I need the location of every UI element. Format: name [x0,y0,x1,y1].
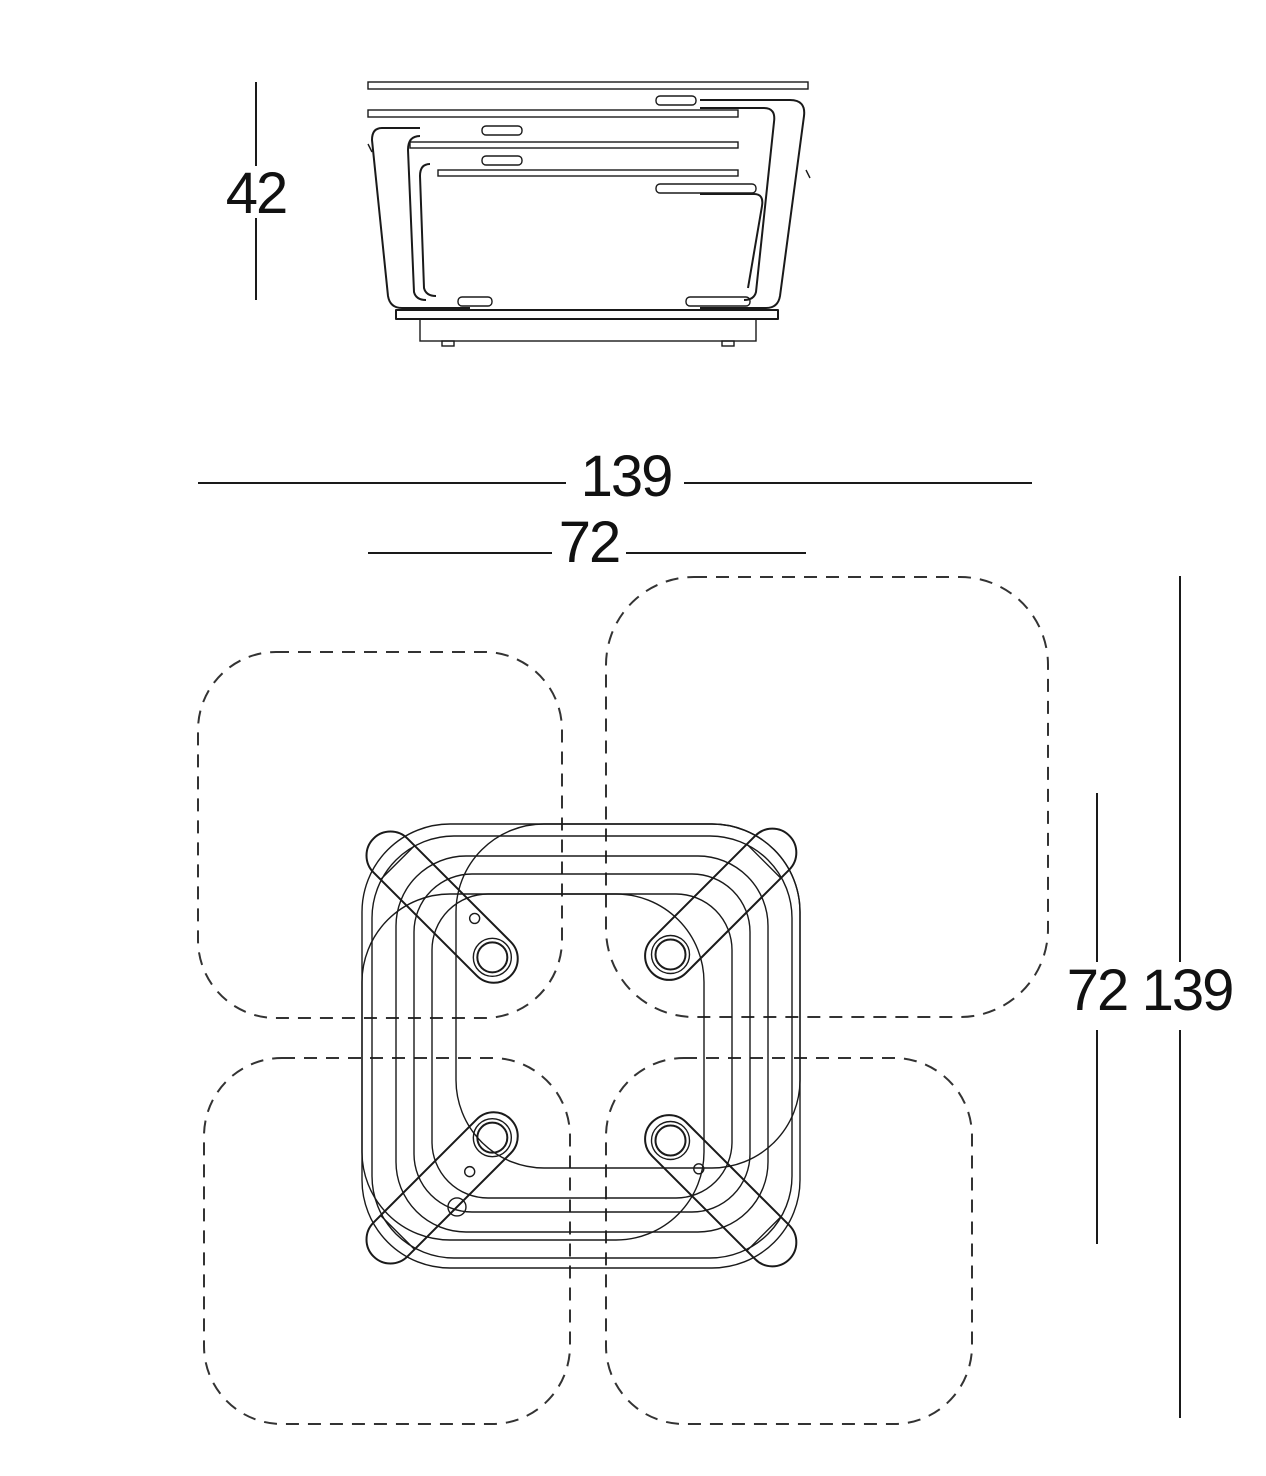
base-plate [395,309,779,320]
table-top-outline [455,823,801,1169]
top-shelf-4 [437,169,739,177]
bent-frame-right-inner [700,107,776,301]
side-elevation-view: 42 [224,81,811,347]
table-top-outline [361,823,801,1269]
top-shelf-1 [367,81,809,90]
height-label-bg [224,166,288,218]
leg-bottom-left [365,1111,519,1265]
base-block [419,318,757,342]
support-pad [655,95,697,106]
support-pad [655,183,757,194]
bent-frame-left-inner [407,135,427,301]
dashed-seat-outline-bottom-left [203,1057,571,1425]
leg-top-right [644,827,798,981]
table-top-outline [395,855,769,1233]
support-pad [481,155,523,166]
overall-width-label: 139 [581,444,672,509]
frame-detail [367,143,373,153]
support-pad [481,125,523,136]
dashed-seat-outline-bottom-right [605,1057,973,1425]
overall-depth-label: 139 [1142,958,1233,1023]
table-top-outline [371,835,793,1259]
plan-view [197,576,1049,1425]
table-top-outline [431,893,733,1199]
foot-pad [457,296,493,307]
table-width-label: 72 [559,510,620,575]
dashed-seat-outline-top-left [197,651,563,1019]
bent-frame-right-outer [700,99,806,309]
base-foot [441,340,455,347]
table-top-outline [361,893,705,1241]
leg-top-left [365,830,519,984]
dashed-seat-outline-top-right [605,576,1049,1018]
bent-frame-right-core [700,193,764,289]
table-depth-label: 72 [1067,958,1128,1023]
height-dimension-label: 42 [226,161,287,226]
table-top-outline [413,873,751,1213]
frame-detail [805,169,811,179]
bent-frame-left-outer [371,127,470,309]
base-foot [721,340,735,347]
leg-bottom-right [644,1114,798,1268]
plan-dimensions: 139 72 72 139 [198,444,1234,1418]
top-shelf-2 [367,109,739,118]
bent-frame-left-core [419,163,437,297]
foot-pad [685,296,751,307]
top-shelf-3 [409,141,739,149]
